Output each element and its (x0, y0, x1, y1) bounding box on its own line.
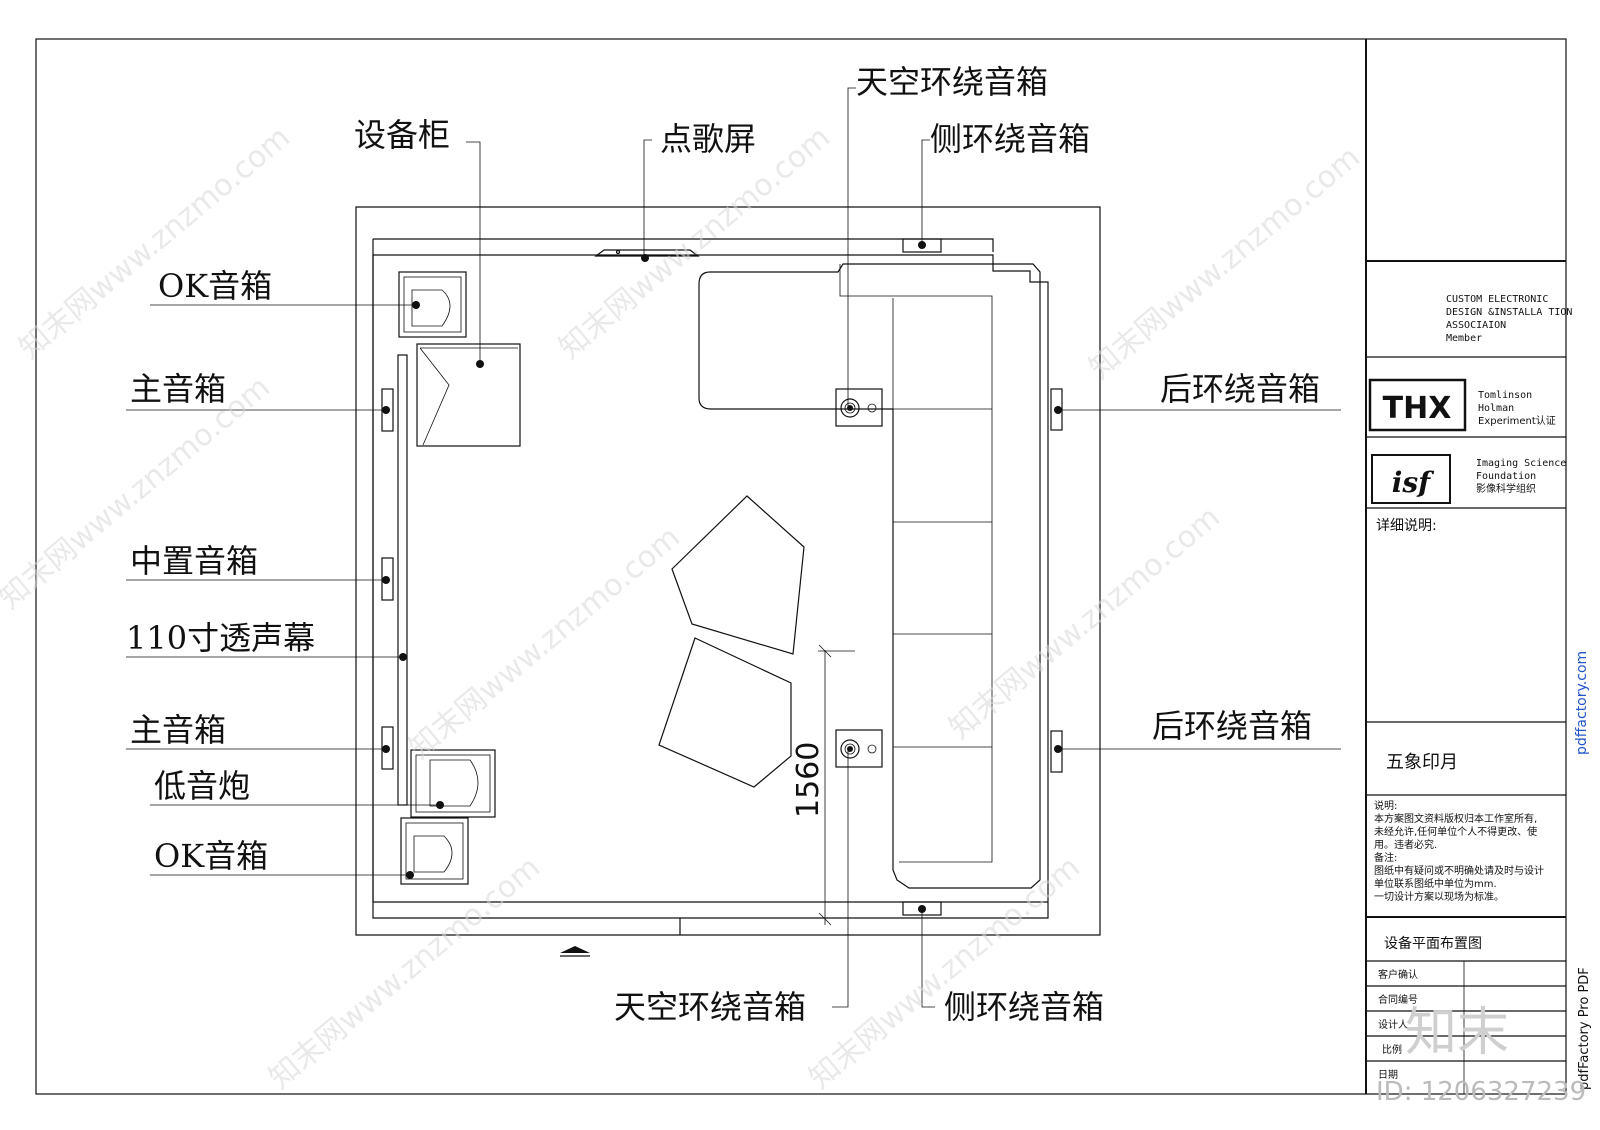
label-rear-surround-bottom: 后环绕音箱 (1152, 707, 1312, 745)
svg-text:知末网www.znzmo.com: 知末网www.znzmo.com (13, 120, 297, 366)
brand-watermark: 知末 (1405, 1003, 1509, 1063)
label-center-speaker: 中置音箱 (130, 542, 258, 580)
cedia-line-2: DESIGN &INSTALLA TION (1446, 307, 1572, 318)
room-outer-wall (355, 206, 1101, 936)
note-line-7: 单位联系图纸中单位为mm. (1374, 877, 1497, 890)
svg-text:知末网www.znzmo.com: 知末网www.znzmo.com (1083, 140, 1367, 386)
main-speaker-bottom-shape (381, 726, 394, 770)
dimension-line (818, 644, 855, 926)
row-date: 日期 (1378, 1069, 1398, 1081)
details-label: 详细说明: (1376, 518, 1437, 534)
sheet-outer-border (35, 38, 1567, 1095)
note-line-8: 一切设计方案以现场为标准。 (1374, 890, 1504, 903)
label-ok-speaker-bottom: OK音箱 (154, 837, 268, 875)
note-line-2: 本方案图文资料版权归本工作室所有, (1374, 812, 1537, 825)
rear-surround-top-shape (1050, 388, 1063, 431)
entrance-mark (560, 946, 590, 957)
leader-dots (382, 241, 1062, 913)
equipment-cabinet-shape (416, 343, 521, 447)
isf-line-3: 影像科学组织 (1476, 482, 1536, 495)
thx-line-1: Tomlinson (1478, 390, 1532, 401)
label-main-speaker-bottom: 主音箱 (130, 711, 226, 749)
cedia-line-3: ASSOCIAION (1446, 320, 1506, 331)
cedia-line-4: Member (1446, 333, 1482, 344)
coffee-table-top (671, 495, 805, 655)
dimension-value: 1560 (791, 742, 826, 818)
label-rear-surround-top: 后环绕音箱 (1160, 370, 1320, 408)
note-line-4: 用。违者必究. (1374, 838, 1437, 851)
label-ok-speaker-top: OK音箱 (158, 267, 272, 305)
pdf-link[interactable]: pdffactory.com (1574, 651, 1590, 755)
note-line-6: 图纸中有疑问或不明确处请及时与设计 (1374, 864, 1544, 877)
svg-text:isf: isf (1392, 466, 1435, 499)
note-line-5: 备注: (1374, 851, 1397, 864)
thx-logo: THX (1368, 378, 1467, 432)
song-screen-device (594, 249, 700, 257)
cedia-line-1: CUSTOM ELECTRONIC (1446, 294, 1548, 305)
svg-text:THX: THX (1383, 391, 1452, 426)
label-song-screen: 点歌屏 (660, 120, 756, 158)
isf-logo: isf (1371, 454, 1451, 504)
center-speaker-shape (381, 557, 394, 601)
thx-line-3: Experiment认证 (1478, 414, 1556, 427)
company-name: 五象印月 (1386, 752, 1458, 773)
label-equipment-cabinet: 设备柜 (354, 116, 450, 154)
svg-text:知末网www.znzmo.com: 知末网www.znzmo.com (803, 850, 1087, 1096)
drawing-title: 设备平面布置图 (1384, 935, 1482, 952)
pdf-vertical-text: pdfFactory Pro PDF (1577, 967, 1592, 1090)
ok-speaker-bottom-shape (400, 817, 469, 885)
label-sky-surround-top: 天空环绕音箱 (856, 63, 1048, 101)
title-block: CUSTOM ELECTRONIC DESIGN &INSTALLA TION … (1366, 260, 1572, 1094)
svg-text:知末网www.znzmo.com: 知末网www.znzmo.com (403, 520, 687, 766)
label-screen-110: 110寸透声幕 (126, 619, 315, 657)
row-designer: 设计人 (1378, 1018, 1408, 1031)
room-plan: 1560 (355, 206, 1101, 957)
sky-surround-top-shape (835, 388, 883, 427)
isf-line-2: Foundation (1476, 471, 1536, 482)
ok-speaker-top-shape (398, 271, 467, 338)
subwoofer-shape (410, 749, 496, 818)
sofa-shape (698, 263, 1041, 889)
label-side-surround-bottom: 侧环绕音箱 (944, 988, 1104, 1026)
note-line-1: 说明: (1374, 799, 1397, 812)
id-text: ID: 1206327239 (1376, 1077, 1586, 1107)
row-contract-number: 合同编号 (1378, 993, 1418, 1006)
room-inner-wall (372, 238, 1048, 903)
isf-line-1: Imaging Science (1476, 458, 1566, 469)
rear-surround-bottom-shape (1050, 730, 1063, 773)
row-client-confirm: 客户确认 (1378, 968, 1418, 981)
label-main-speaker-top: 主音箱 (130, 370, 226, 408)
label-side-surround-top: 侧环绕音箱 (930, 120, 1090, 158)
label-sky-surround-bottom: 天空环绕音箱 (614, 988, 806, 1026)
label-subwoofer: 低音炮 (154, 767, 250, 805)
sky-surround-bottom-shape (835, 729, 883, 768)
leader-lines (126, 87, 1341, 1008)
thx-line-2: Holman (1478, 403, 1514, 414)
row-scale: 比例 (1382, 1043, 1402, 1056)
note-line-3: 未经允许,任何单位个人不得更改、使 (1374, 825, 1537, 838)
coffee-table-bottom (658, 637, 792, 788)
svg-text:知末网www.znzmo.com: 知末网www.znzmo.com (263, 850, 547, 1096)
